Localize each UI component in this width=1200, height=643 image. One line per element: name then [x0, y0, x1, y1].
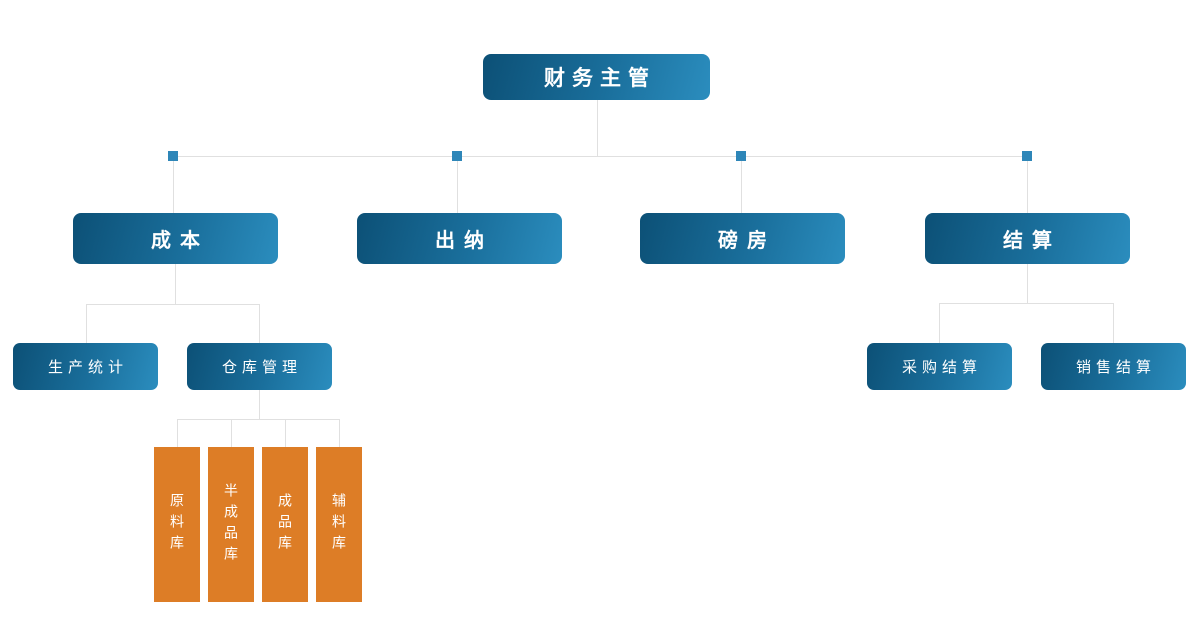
- node-weighbridge: 磅房: [640, 213, 845, 264]
- node-finished-product-warehouse: 成品库: [262, 447, 308, 602]
- node-auxiliary-material-warehouse: 辅料库: [316, 447, 362, 602]
- node-raw-material-warehouse: 原料库: [154, 447, 200, 602]
- node-production-statistics: 生产统计: [13, 343, 158, 390]
- connector-main-rail: [173, 156, 1027, 157]
- connector-drop-settlement: [1027, 156, 1028, 213]
- connector-warehouse-rail: [177, 419, 339, 420]
- connector-drop-finished: [285, 419, 286, 447]
- connector-cost-rail: [86, 304, 259, 305]
- connector-drop-cashier: [457, 156, 458, 213]
- junction-dot: [452, 151, 462, 161]
- node-settlement: 结算: [925, 213, 1130, 264]
- node-finance-supervisor: 财务主管: [483, 54, 710, 100]
- junction-dot: [1022, 151, 1032, 161]
- node-semi-finished-warehouse: 半成品库: [208, 447, 254, 602]
- connector-settlement-down: [1027, 264, 1028, 303]
- connector-drop-weighbridge: [741, 156, 742, 213]
- connector-cost-down: [175, 264, 176, 304]
- connector-drop-cost: [173, 156, 174, 213]
- connector-drop-auxiliary: [339, 419, 340, 447]
- connector-drop-production-stats: [86, 304, 87, 343]
- node-sales-settlement: 销售结算: [1041, 343, 1186, 390]
- connector-drop-semi-finished: [231, 419, 232, 447]
- connector-warehouse-down: [259, 390, 260, 419]
- node-purchase-settlement: 采购结算: [867, 343, 1012, 390]
- connector-drop-raw-material: [177, 419, 178, 447]
- junction-dot: [168, 151, 178, 161]
- connector-settlement-rail: [939, 303, 1113, 304]
- connector-drop-warehouse-mgmt: [259, 304, 260, 343]
- junction-dot: [736, 151, 746, 161]
- connector-root-drop: [597, 100, 598, 156]
- node-cashier: 出纳: [357, 213, 562, 264]
- connector-drop-sales-settlement: [1113, 303, 1114, 343]
- node-cost: 成本: [73, 213, 278, 264]
- connector-drop-purchase-settlement: [939, 303, 940, 343]
- node-warehouse-management: 仓库管理: [187, 343, 332, 390]
